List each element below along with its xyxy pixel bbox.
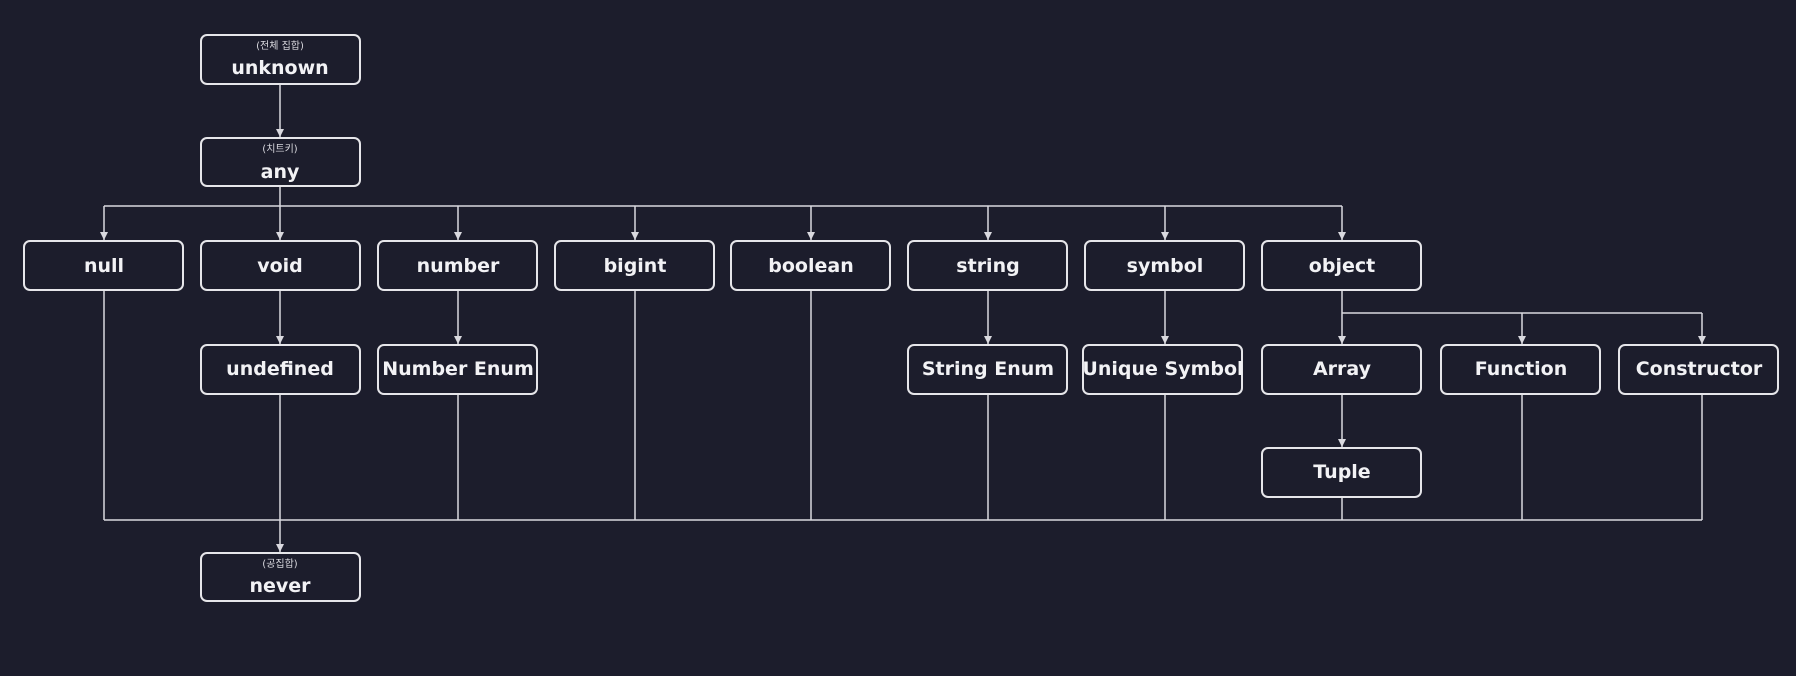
node-number: number bbox=[377, 240, 538, 291]
node-any-label: any bbox=[261, 161, 300, 183]
node-unknown: (전체 집합) unknown bbox=[200, 34, 361, 85]
node-symbol-label: symbol bbox=[1127, 255, 1204, 277]
node-function: Function bbox=[1440, 344, 1601, 395]
node-array-label: Array bbox=[1313, 358, 1372, 380]
node-void-label: void bbox=[257, 255, 303, 277]
node-never-label: never bbox=[249, 575, 311, 597]
node-unknown-note: (전체 집합) bbox=[256, 40, 304, 52]
node-unique-symbol-label: Unique Symbol bbox=[1082, 358, 1243, 380]
node-number-enum-label: Number Enum bbox=[382, 358, 534, 380]
node-never-note: (공집합) bbox=[262, 558, 298, 570]
node-string: string bbox=[907, 240, 1068, 291]
node-symbol: symbol bbox=[1084, 240, 1245, 291]
node-never: (공집합) never bbox=[200, 552, 361, 602]
node-undefined-label: undefined bbox=[226, 358, 334, 380]
node-bigint-label: bigint bbox=[604, 255, 667, 277]
node-boolean-label: boolean bbox=[768, 255, 853, 277]
node-array: Array bbox=[1261, 344, 1422, 395]
node-any-note: (치트키) bbox=[262, 143, 298, 155]
node-tuple: Tuple bbox=[1261, 447, 1422, 498]
node-object: object bbox=[1261, 240, 1422, 291]
node-undefined: undefined bbox=[200, 344, 361, 395]
node-null-label: null bbox=[84, 255, 124, 277]
node-bigint: bigint bbox=[554, 240, 715, 291]
node-constructor-label: Constructor bbox=[1636, 358, 1763, 380]
node-string-label: string bbox=[956, 255, 1019, 277]
connectors bbox=[100, 84, 1706, 552]
node-number-label: number bbox=[417, 255, 500, 277]
node-string-enum-label: String Enum bbox=[922, 358, 1054, 380]
node-null: null bbox=[23, 240, 184, 291]
node-string-enum: String Enum bbox=[907, 344, 1068, 395]
node-constructor: Constructor bbox=[1618, 344, 1779, 395]
node-tuple-label: Tuple bbox=[1313, 461, 1370, 483]
node-boolean: boolean bbox=[730, 240, 891, 291]
node-any: (치트키) any bbox=[200, 137, 361, 187]
node-object-label: object bbox=[1309, 255, 1375, 277]
node-unique-symbol: Unique Symbol bbox=[1082, 344, 1244, 395]
node-unknown-label: unknown bbox=[231, 57, 328, 79]
node-void: void bbox=[200, 240, 361, 291]
node-function-label: Function bbox=[1475, 358, 1568, 380]
node-number-enum: Number Enum bbox=[377, 344, 538, 395]
